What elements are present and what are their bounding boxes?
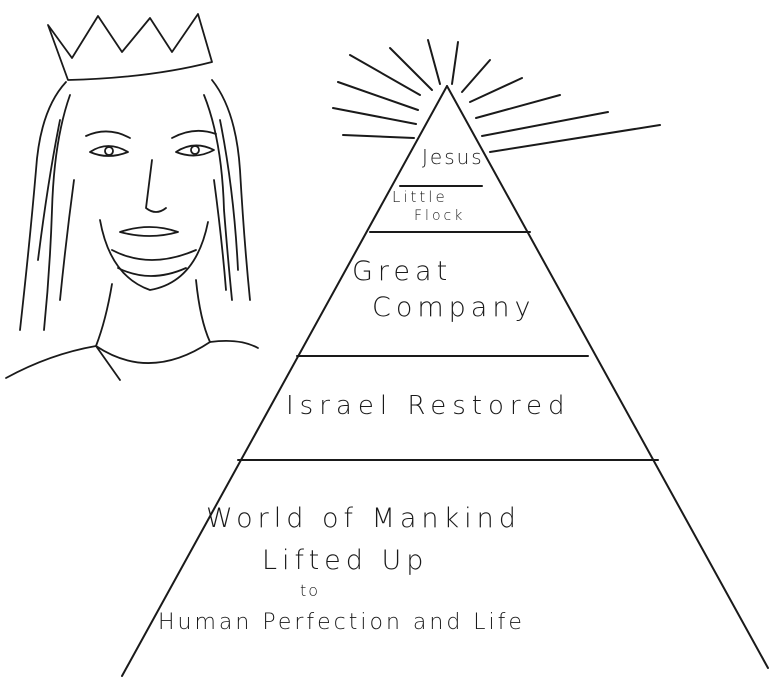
tier-world-label-line2: Lifted Up [262, 545, 429, 576]
king-figure [5, 13, 259, 381]
neck [95, 279, 211, 347]
right-eye [175, 144, 215, 157]
ray [481, 111, 609, 137]
left-pupil [104, 146, 114, 156]
shoulders [5, 339, 259, 381]
tier-great-company-label-line2: Company [372, 292, 536, 323]
ray [337, 81, 419, 111]
ray [461, 59, 491, 93]
left-eye [89, 145, 129, 157]
ray [451, 41, 459, 85]
ray [427, 39, 441, 85]
right-pupil [190, 145, 200, 155]
ray [475, 94, 561, 119]
tier-great-company-label-line1: Great [352, 256, 453, 287]
pyramid [121, 85, 769, 677]
eyebrow [85, 130, 131, 139]
ray [469, 77, 523, 103]
hair [19, 79, 251, 331]
hair [37, 119, 239, 301]
ray [332, 107, 417, 125]
tier-world-label-line3: to [300, 581, 321, 600]
ray [389, 47, 433, 91]
tier-jesus-label: Jesus [422, 145, 484, 169]
pyramid-left-edge [121, 85, 448, 677]
tier-little-flock-label-line2: Flock [414, 208, 466, 224]
ray [342, 134, 415, 139]
nose [145, 159, 167, 213]
tier-world-label-line4: Human Perfection and Life [158, 610, 525, 635]
tier-world-label-line1: World of Mankind [206, 503, 521, 534]
pyramid-right-edge [446, 85, 769, 669]
sun-rays [332, 39, 661, 153]
tier-little-flock-label-line1: Little [392, 188, 448, 206]
ray [349, 54, 421, 96]
tier-israel-restored-label: Israel Restored [286, 391, 571, 421]
eyebrow [171, 129, 217, 139]
beard [99, 219, 209, 291]
beard [111, 249, 197, 277]
ray [489, 124, 661, 153]
crown [47, 13, 213, 81]
mustache [119, 226, 179, 237]
